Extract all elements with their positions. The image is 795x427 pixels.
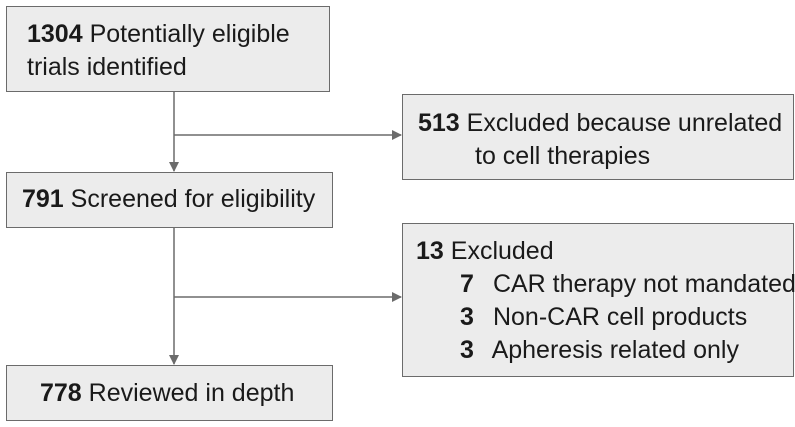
reviewed-count: 778 [40, 379, 82, 407]
identified-box: 1304 Potentially eligible trials identif… [6, 6, 330, 92]
excluded-reason-label: Apheresis related only [491, 336, 739, 364]
excluded-reason-label: CAR therapy not mandated [492, 270, 795, 298]
excluded-reason-count: 3 [460, 303, 474, 331]
excluded-box: 13 Excluded 7 CAR therapy not mandated 3… [402, 223, 795, 377]
excluded-reason: 3 Non-CAR cell products [416, 301, 793, 334]
excluded-reason-count: 3 [460, 336, 474, 364]
reviewed-box: 778 Reviewed in depth [6, 365, 333, 421]
excluded-unrelated-label-line1: Excluded because unrelated [466, 109, 783, 137]
excluded-unrelated-box: 513 Excluded because unrelated to cell t… [402, 94, 794, 180]
identified-label-line2: trials identified [27, 53, 187, 81]
excluded-unrelated-label-line2: to cell therapies [475, 142, 651, 170]
excluded-reason-count: 7 [460, 270, 474, 298]
screened-label: Screened for eligibility [70, 185, 316, 213]
reviewed-label: Reviewed in depth [88, 379, 295, 407]
excluded-reason-label: Non-CAR cell products [492, 303, 748, 331]
excluded-count: 13 [416, 237, 444, 265]
screened-count: 791 [22, 185, 64, 213]
identified-label-line1: Potentially eligible [89, 20, 290, 48]
excluded-reason: 7 CAR therapy not mandated [416, 268, 795, 301]
excluded-unrelated-count: 513 [418, 109, 460, 137]
excluded-label: Excluded [450, 237, 554, 265]
identified-count: 1304 [27, 20, 83, 48]
excluded-reason: 3 Apheresis related only [416, 334, 793, 367]
screened-box: 791 Screened for eligibility [6, 172, 333, 228]
